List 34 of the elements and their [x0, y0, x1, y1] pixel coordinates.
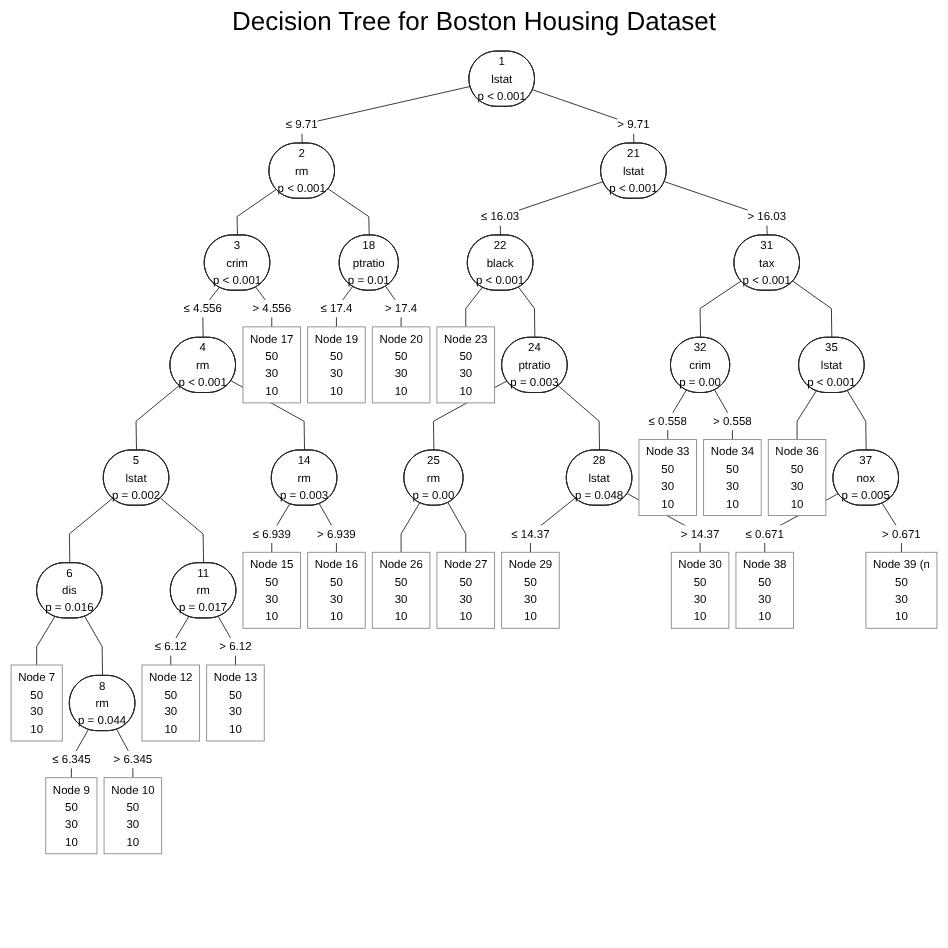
connector — [327, 188, 370, 236]
connector — [84, 616, 103, 677]
connector — [336, 286, 354, 328]
connector — [714, 389, 733, 440]
connector — [68, 497, 113, 564]
connector — [532, 89, 635, 144]
connector — [202, 286, 220, 339]
connector — [465, 286, 483, 328]
connector — [847, 390, 867, 451]
connector — [447, 502, 467, 553]
connector — [881, 502, 902, 553]
connector — [558, 385, 600, 451]
connector — [699, 280, 742, 339]
connector — [499, 181, 604, 236]
connector — [518, 286, 536, 339]
connector — [530, 497, 576, 553]
connector — [400, 502, 421, 553]
connector — [796, 390, 817, 440]
connector — [667, 389, 687, 440]
connector — [116, 729, 134, 779]
connector — [135, 385, 180, 451]
connector — [792, 280, 833, 339]
connector — [301, 86, 471, 144]
connector — [664, 181, 768, 236]
diagram-title: Decision Tree for Boston Housing Dataset — [229, 6, 719, 36]
connector — [271, 503, 291, 553]
connector — [170, 616, 190, 666]
connector — [36, 616, 56, 666]
connector — [70, 729, 89, 779]
connector — [385, 286, 402, 328]
connector — [255, 286, 273, 328]
connector — [236, 189, 277, 236]
connector — [318, 503, 337, 553]
connector — [160, 497, 204, 564]
